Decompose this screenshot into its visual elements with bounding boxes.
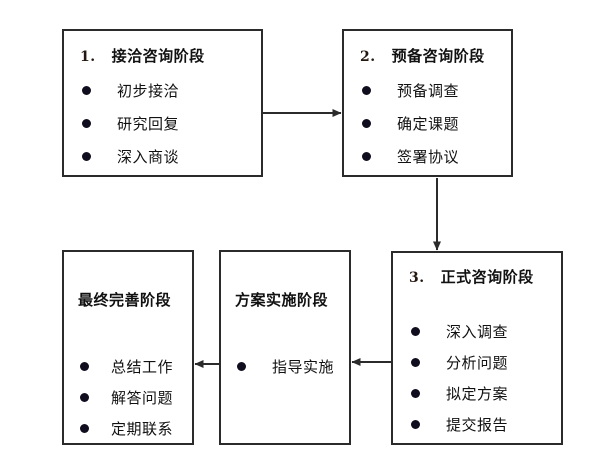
node-2-title: 预备咨询阶段 <box>391 47 485 65</box>
node-3-item-3: 提交报告 <box>446 416 509 434</box>
node-3-title-row: 3. 正式咨询阶段 <box>409 266 534 287</box>
node-2-item-2: 签署协议 <box>397 148 460 166</box>
node-3-item-2: 拟定方案 <box>446 385 509 403</box>
node-2-number: 2. <box>360 49 376 65</box>
node-4-item-list: 指导实施 <box>221 351 349 381</box>
node-1-item-list: 初步接洽 研究回复 深入商谈 <box>64 74 261 173</box>
node-3-item-0: 深入调查 <box>446 323 509 341</box>
bullet-icon <box>80 393 89 402</box>
node-5-item-list: 总结工作 解答问题 定期联系 <box>64 351 192 444</box>
list-item: 深入商谈 <box>64 140 261 173</box>
bullet-icon <box>82 152 91 161</box>
bullet-icon <box>80 362 89 371</box>
node-1-title: 接洽咨询阶段 <box>111 47 205 65</box>
node-5-item-2: 定期联系 <box>111 420 174 438</box>
list-item: 深入调查 <box>393 316 561 347</box>
node-1-item-1: 研究回复 <box>117 115 180 133</box>
list-item: 总结工作 <box>64 351 192 382</box>
list-item: 定期联系 <box>64 413 192 444</box>
node-1-title-row: 1. 接洽咨询阶段 <box>80 45 205 66</box>
flow-node-1[interactable]: 1. 接洽咨询阶段 初步接洽 研究回复 深入商谈 <box>62 29 263 177</box>
bullet-icon <box>362 86 371 95</box>
list-item: 确定课题 <box>344 107 511 140</box>
list-item: 指导实施 <box>221 351 349 381</box>
list-item: 解答问题 <box>64 382 192 413</box>
node-2-item-list: 预备调查 确定课题 签署协议 <box>344 74 511 173</box>
list-item: 拟定方案 <box>393 378 561 409</box>
list-item: 初步接洽 <box>64 74 261 107</box>
list-item: 分析问题 <box>393 347 561 378</box>
node-3-item-1: 分析问题 <box>446 354 509 372</box>
node-5-title-row: 最终完善阶段 <box>78 289 171 310</box>
list-item: 提交报告 <box>393 409 561 440</box>
node-1-item-2: 深入商谈 <box>117 148 180 166</box>
node-3-title: 正式咨询阶段 <box>440 268 534 286</box>
bullet-icon <box>362 119 371 128</box>
node-5-item-1: 解答问题 <box>111 389 174 407</box>
list-item: 预备调查 <box>344 74 511 107</box>
flow-node-5[interactable]: 最终完善阶段 总结工作 解答问题 定期联系 <box>62 250 194 445</box>
flow-node-4[interactable]: 方案实施阶段 指导实施 <box>219 250 351 445</box>
bullet-icon <box>82 86 91 95</box>
bullet-icon <box>80 424 89 433</box>
node-4-title: 方案实施阶段 <box>235 291 329 309</box>
flow-node-3[interactable]: 3. 正式咨询阶段 深入调查 分析问题 拟定方案 提交报告 <box>391 251 563 445</box>
node-4-title-row: 方案实施阶段 <box>235 289 328 310</box>
node-2-title-row: 2. 预备咨询阶段 <box>360 45 485 66</box>
node-4-item-0: 指导实施 <box>272 357 335 376</box>
node-2-item-1: 确定课题 <box>397 115 460 133</box>
bullet-icon <box>237 361 246 371</box>
node-3-number: 3. <box>409 270 425 286</box>
bullet-icon <box>362 152 371 161</box>
node-1-item-0: 初步接洽 <box>117 82 180 100</box>
node-1-number: 1. <box>80 49 96 65</box>
flow-node-2[interactable]: 2. 预备咨询阶段 预备调查 确定课题 签署协议 <box>342 29 513 177</box>
bullet-icon <box>411 420 420 429</box>
list-item: 研究回复 <box>64 107 261 140</box>
bullet-icon <box>82 119 91 128</box>
node-3-item-list: 深入调查 分析问题 拟定方案 提交报告 <box>393 316 561 440</box>
bullet-icon <box>411 327 420 336</box>
list-item: 签署协议 <box>344 140 511 173</box>
node-2-item-0: 预备调查 <box>397 82 460 100</box>
bullet-icon <box>411 389 420 398</box>
node-5-title: 最终完善阶段 <box>78 291 172 309</box>
bullet-icon <box>411 358 420 367</box>
node-5-item-0: 总结工作 <box>111 358 174 376</box>
